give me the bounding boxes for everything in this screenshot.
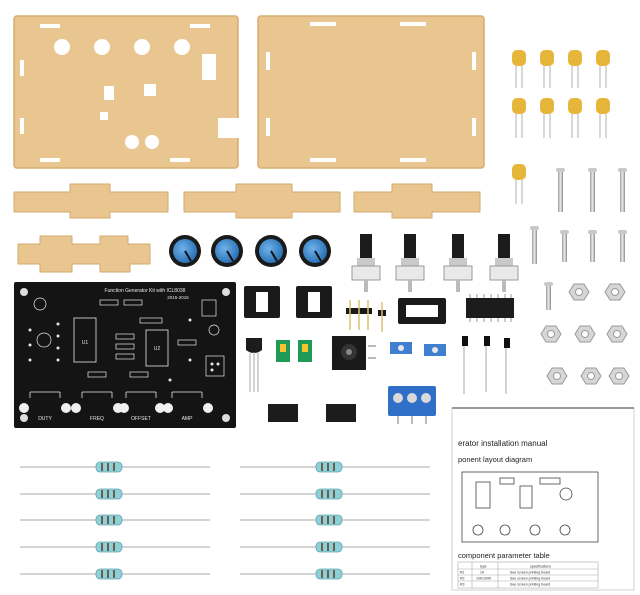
transistor (246, 338, 262, 392)
pcb-ic-u2: U2 (154, 346, 161, 352)
manual-row3-id: R3 (460, 583, 465, 587)
pcb-label-duty: DUTY (38, 416, 52, 422)
potentiometers (351, 234, 519, 292)
knob (211, 235, 243, 267)
knob (169, 235, 201, 267)
installation-manual: erator installation manual ponent layout… (451, 407, 635, 591)
potentiometer (395, 234, 425, 292)
potentiometer (489, 234, 519, 292)
screws (530, 168, 627, 310)
resistors (20, 461, 430, 580)
manual-section-layout: ponent layout diagram (458, 455, 532, 464)
knob (255, 235, 287, 267)
manual-row2-type: 10K/100K (476, 577, 492, 581)
manual-title: erator installation manual (458, 439, 548, 448)
acrylic-side-strips (13, 183, 481, 273)
manual-table-header-spec: specifications (530, 565, 551, 569)
pcb-label-amp: AMP (182, 416, 194, 422)
pcb-label-freq: FREQ (90, 416, 104, 422)
nuts (540, 283, 630, 385)
manual-table-header-type: type (480, 565, 487, 569)
dc-jack (332, 336, 376, 370)
knob-set (169, 235, 331, 267)
pcb-date: 2015-2016 (167, 295, 189, 300)
knob (299, 235, 331, 267)
pin-header (346, 300, 386, 332)
dip14-chip (466, 294, 514, 322)
smd-ics (268, 404, 356, 422)
manual-row1-type: 1K (480, 571, 485, 575)
manual-row3-spec: See screen printing board (510, 583, 550, 587)
manual-row1-id: R1 (460, 571, 465, 575)
potentiometer (351, 234, 381, 292)
acrylic-front-panel (13, 15, 240, 169)
screw-terminal (388, 386, 436, 424)
ic-sockets (244, 286, 446, 324)
pcb-title: Function Generator Kit with ICL8038 (105, 288, 186, 294)
pcb-ic-u1: U1 (82, 340, 89, 346)
potentiometer (443, 234, 473, 292)
manual-row2-id: R2 (460, 577, 465, 581)
pcb-board: Function Generator Kit with ICL8038 2015… (14, 282, 236, 428)
capacitors (512, 50, 610, 204)
trimmer-pots (390, 342, 446, 356)
manual-row1-spec: See screen printing board (510, 571, 550, 575)
slide-switches (276, 340, 312, 362)
leds (462, 336, 510, 394)
acrylic-back-panel (257, 15, 485, 169)
manual-row2-spec: See screen printing board (510, 577, 550, 581)
pcb-label-offset: OFFSET (131, 416, 151, 422)
manual-section-table: component parameter table (458, 551, 550, 560)
